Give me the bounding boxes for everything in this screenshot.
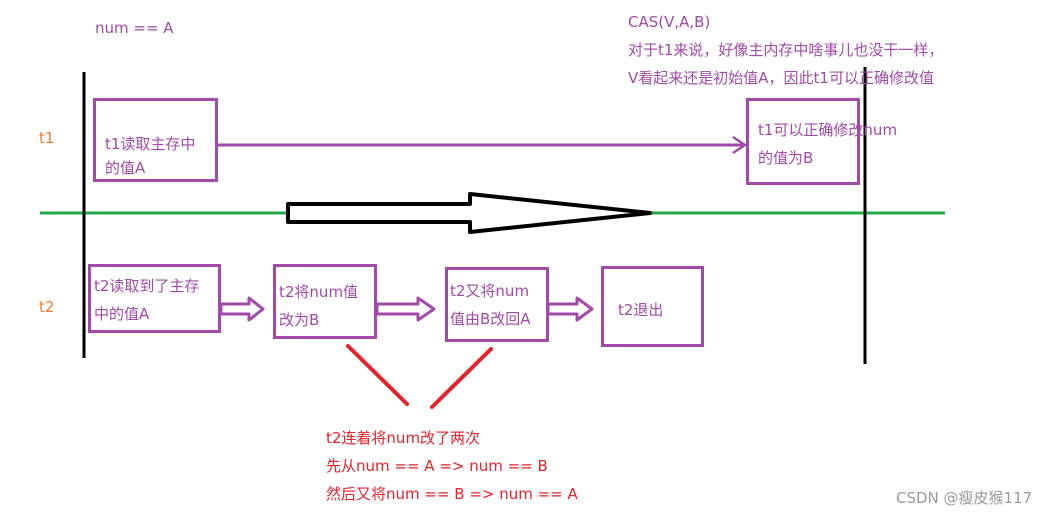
- step-text: 的值A: [105, 159, 146, 177]
- t2-arrow-2: [375, 296, 436, 322]
- t2-arrow-1: [219, 296, 265, 322]
- t2-step-set-a: t2又将num 值由B改回A: [445, 267, 549, 342]
- callout-line-right: [430, 347, 493, 409]
- annotation-line: t2连着将num改了两次: [326, 429, 481, 447]
- t1-step-read: t1读取主存中 的值A: [93, 98, 218, 182]
- step-text: t1读取主存中: [105, 135, 196, 153]
- step-text: 改为B: [279, 311, 320, 329]
- t1-transition-arrow-head: [732, 135, 748, 155]
- abuse-annotation: t2连着将num改了两次 先从num == A => num == B 然后又将…: [326, 424, 578, 508]
- t2-step-set-b: t2将num值 改为B: [273, 264, 377, 339]
- annotation-line: 然后又将num == B => num == A: [326, 485, 578, 503]
- thread-label-t1: t1: [39, 129, 55, 147]
- step-text: t2将num值: [279, 283, 359, 301]
- step-text: t1可以正确修改num: [758, 121, 898, 139]
- step-text: 中的值A: [94, 305, 150, 323]
- step-text: 的值为B: [758, 149, 814, 167]
- annotation-line: 先从num == A => num == B: [326, 457, 548, 475]
- callout-line-left: [346, 344, 409, 406]
- step-text: 值由B改回A: [450, 310, 531, 328]
- thread-label-t2: t2: [39, 298, 55, 316]
- t2-step-read: t2读取到了主存 中的值A: [88, 264, 221, 333]
- time-direction-arrow: [286, 192, 652, 234]
- initial-state-text: num == A: [95, 19, 174, 37]
- cas-note-line: CAS(V,A,B): [628, 13, 711, 31]
- step-text: t2又将num: [450, 282, 530, 300]
- cas-note-line: 对于t1来说，好像主内存中啥事儿也没干一样，: [628, 41, 944, 59]
- step-text: t2读取到了主存: [94, 277, 200, 295]
- t2-step-exit: t2退出: [601, 266, 704, 347]
- watermark: CSDN @瘦皮猴117: [896, 489, 1033, 507]
- t2-arrow-3: [546, 296, 594, 322]
- step-text: t2退出: [618, 301, 664, 319]
- t1-step-update: t1可以正确修改num 的值为B: [746, 98, 897, 185]
- cas-note: CAS(V,A,B) 对于t1来说，好像主内存中啥事儿也没干一样， V看起来还是…: [628, 8, 943, 92]
- cas-note-line: V看起来还是初始值A，因此t1可以正确修改值: [628, 69, 934, 87]
